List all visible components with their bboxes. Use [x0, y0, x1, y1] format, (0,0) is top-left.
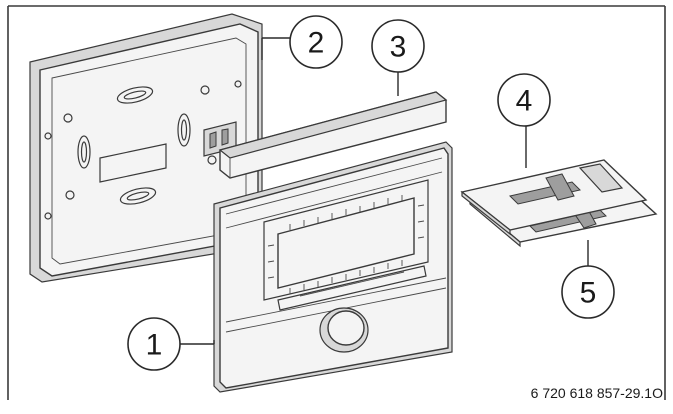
- callout-1: 1: [127, 317, 181, 371]
- callout-3: 3: [371, 19, 425, 73]
- display-window: [263, 179, 429, 301]
- top-cover-strip: [218, 91, 448, 179]
- screw-hole: [63, 113, 73, 123]
- mounting-slot: [119, 187, 157, 205]
- screw-hole: [234, 80, 242, 88]
- leader-lines: [180, 37, 589, 345]
- screw-hole: [65, 190, 75, 200]
- mounting-slot: [77, 135, 91, 169]
- screw-hole: [200, 85, 210, 95]
- callout-2-label: 2: [308, 27, 325, 60]
- instruction-booklet-upper: [460, 159, 648, 236]
- screw-hole: [44, 132, 52, 140]
- mounting-slot: [177, 113, 191, 147]
- control-unit: [213, 141, 453, 393]
- callout-1-label: 1: [146, 329, 163, 362]
- callout-5-label: 5: [580, 277, 597, 310]
- cable-opening: [99, 143, 167, 183]
- figure-frame: [7, 5, 666, 400]
- callout-4-label: 4: [516, 85, 533, 118]
- callout-2: 2: [289, 15, 343, 69]
- figure-code: 6 720 618 857-29.1O: [530, 385, 663, 401]
- callout-4: 4: [497, 73, 551, 127]
- button-strip: [277, 265, 427, 311]
- callout-3-label: 3: [390, 31, 407, 64]
- rotary-knob: [319, 307, 369, 353]
- screw-hole: [207, 155, 217, 165]
- mounting-slot: [116, 86, 154, 104]
- screw-hole: [44, 212, 52, 220]
- callout-5: 5: [561, 265, 615, 319]
